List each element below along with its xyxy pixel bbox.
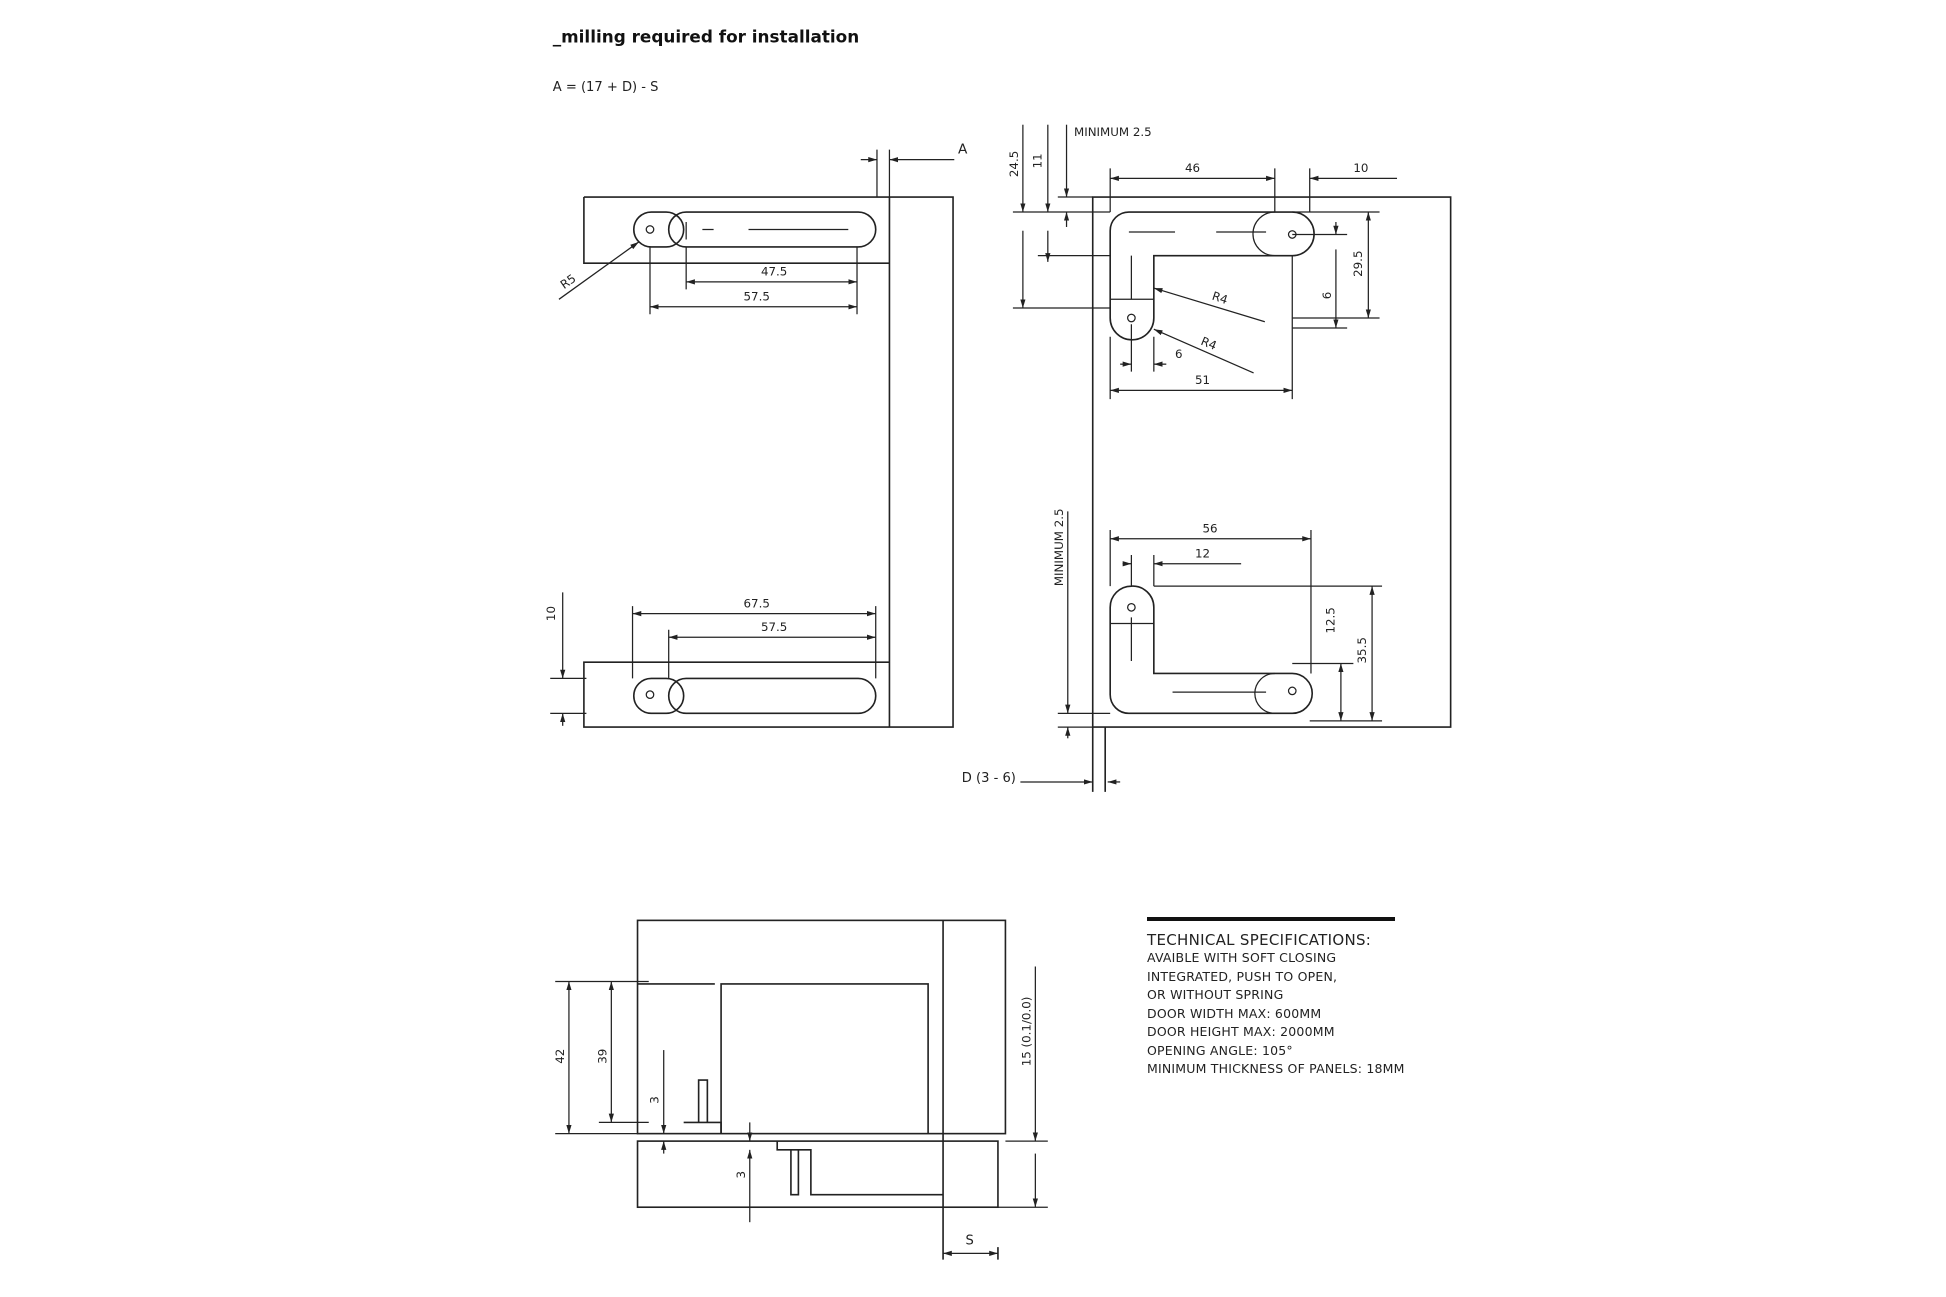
dim-35-5: 35.5	[1355, 637, 1369, 663]
spec-line: OPENING ANGLE: 105°	[1147, 1042, 1293, 1058]
dim-11: 11	[1031, 153, 1045, 168]
spec-line: DOOR HEIGHT MAX: 2000MM	[1147, 1024, 1335, 1039]
dim-57-5-top: 57.5	[744, 290, 770, 304]
dim-6-horizontal: 6	[1175, 347, 1183, 361]
label-d: D (3 - 6)	[962, 771, 1016, 786]
spec-divider	[1147, 917, 1395, 921]
dim-3-a: 3	[648, 1096, 662, 1104]
dim-10: 10	[544, 606, 558, 621]
label-s: S	[966, 1234, 974, 1249]
slot-long-bottom	[667, 677, 877, 715]
formula: A = (17 + D) - S	[553, 80, 659, 95]
spec-line: DOOR WIDTH MAX: 600MM	[1147, 1005, 1322, 1021]
dim-57-5-bottom: 57.5	[761, 620, 787, 634]
page-title: _milling required for installation	[553, 26, 859, 46]
label-minimum-side: MINIMUM 2.5	[1052, 508, 1066, 586]
dim-46: 46	[1185, 161, 1200, 175]
label-r4-b: R4	[1199, 334, 1219, 353]
dim-12-5: 12.5	[1324, 607, 1338, 633]
dim-10-right: 10	[1353, 161, 1368, 175]
hole-icon	[645, 225, 655, 234]
label-r4-a: R4	[1210, 289, 1229, 307]
right-panel-view: 46 10 29.5 6 R4 R4 6 51 24.5 11 MINIMUM …	[962, 124, 1452, 792]
dim-39: 39	[595, 1049, 609, 1064]
slot-long-top	[667, 211, 877, 248]
spec-heading: TECHNICAL SPECIFICATIONS:	[1147, 931, 1372, 949]
label-a: A	[958, 141, 968, 157]
dim-12: 12	[1195, 546, 1210, 560]
dim-56: 56	[1202, 522, 1217, 536]
spec-line: INTEGRATED, PUSH TO OPEN,	[1147, 968, 1338, 984]
dim-67-5: 67.5	[744, 596, 770, 610]
dim-29-5: 29.5	[1351, 251, 1365, 277]
dim-3-b: 3	[734, 1171, 748, 1179]
left-panel-view: A R5 47.5 57.5 67.5 57.5 10	[544, 141, 968, 728]
dim-15: 15 (0.1/0.0)	[1019, 997, 1033, 1067]
label-minimum-top: MINIMUM 2.5	[1074, 125, 1152, 139]
label-r5: R5	[558, 271, 579, 292]
section-view: 42 39 3 3 15 (0.1/0.0) S	[553, 919, 1048, 1260]
slot-small-top	[632, 211, 685, 248]
spec-line: OR WITHOUT SPRING	[1147, 987, 1284, 1002]
slot-small-bottom	[632, 677, 685, 715]
technical-specifications: TECHNICAL SPECIFICATIONS: AVAIBLE WITH S…	[1147, 917, 1405, 1079]
dim-47-5: 47.5	[761, 265, 787, 279]
spec-line: MINIMUM THICKNESS OF PANELS: 18MM	[1147, 1061, 1405, 1076]
dim-24-5: 24.5	[1007, 151, 1021, 177]
dim-6-vertical: 6	[1320, 292, 1334, 300]
dim-42: 42	[553, 1049, 567, 1064]
spec-line: AVAIBLE WITH SOFT CLOSING	[1147, 950, 1337, 965]
dim-51: 51	[1195, 373, 1210, 387]
